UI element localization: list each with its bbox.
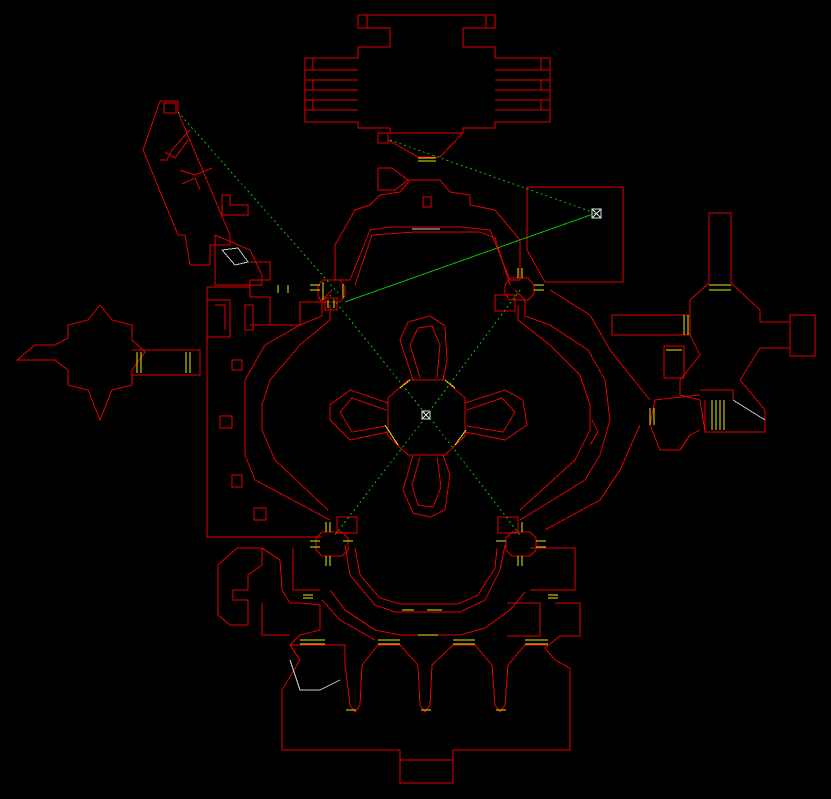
center-cross [329, 315, 528, 518]
center-marker [421, 410, 431, 420]
west-star-chamber [15, 304, 201, 422]
northeast-room [526, 186, 624, 283]
west-annex [206, 279, 322, 538]
northeast-marker [591, 208, 602, 219]
east-wing [544, 212, 816, 531]
hub-southeast [496, 516, 546, 566]
teleport-lines [177, 111, 597, 536]
hub-northwest [277, 279, 346, 311]
northwest-room [142, 100, 271, 286]
central-arena [244, 167, 611, 641]
north-hall [304, 14, 551, 162]
hub-northeast [494, 268, 544, 312]
hub-southwest [310, 516, 358, 566]
south-wing [217, 547, 581, 784]
